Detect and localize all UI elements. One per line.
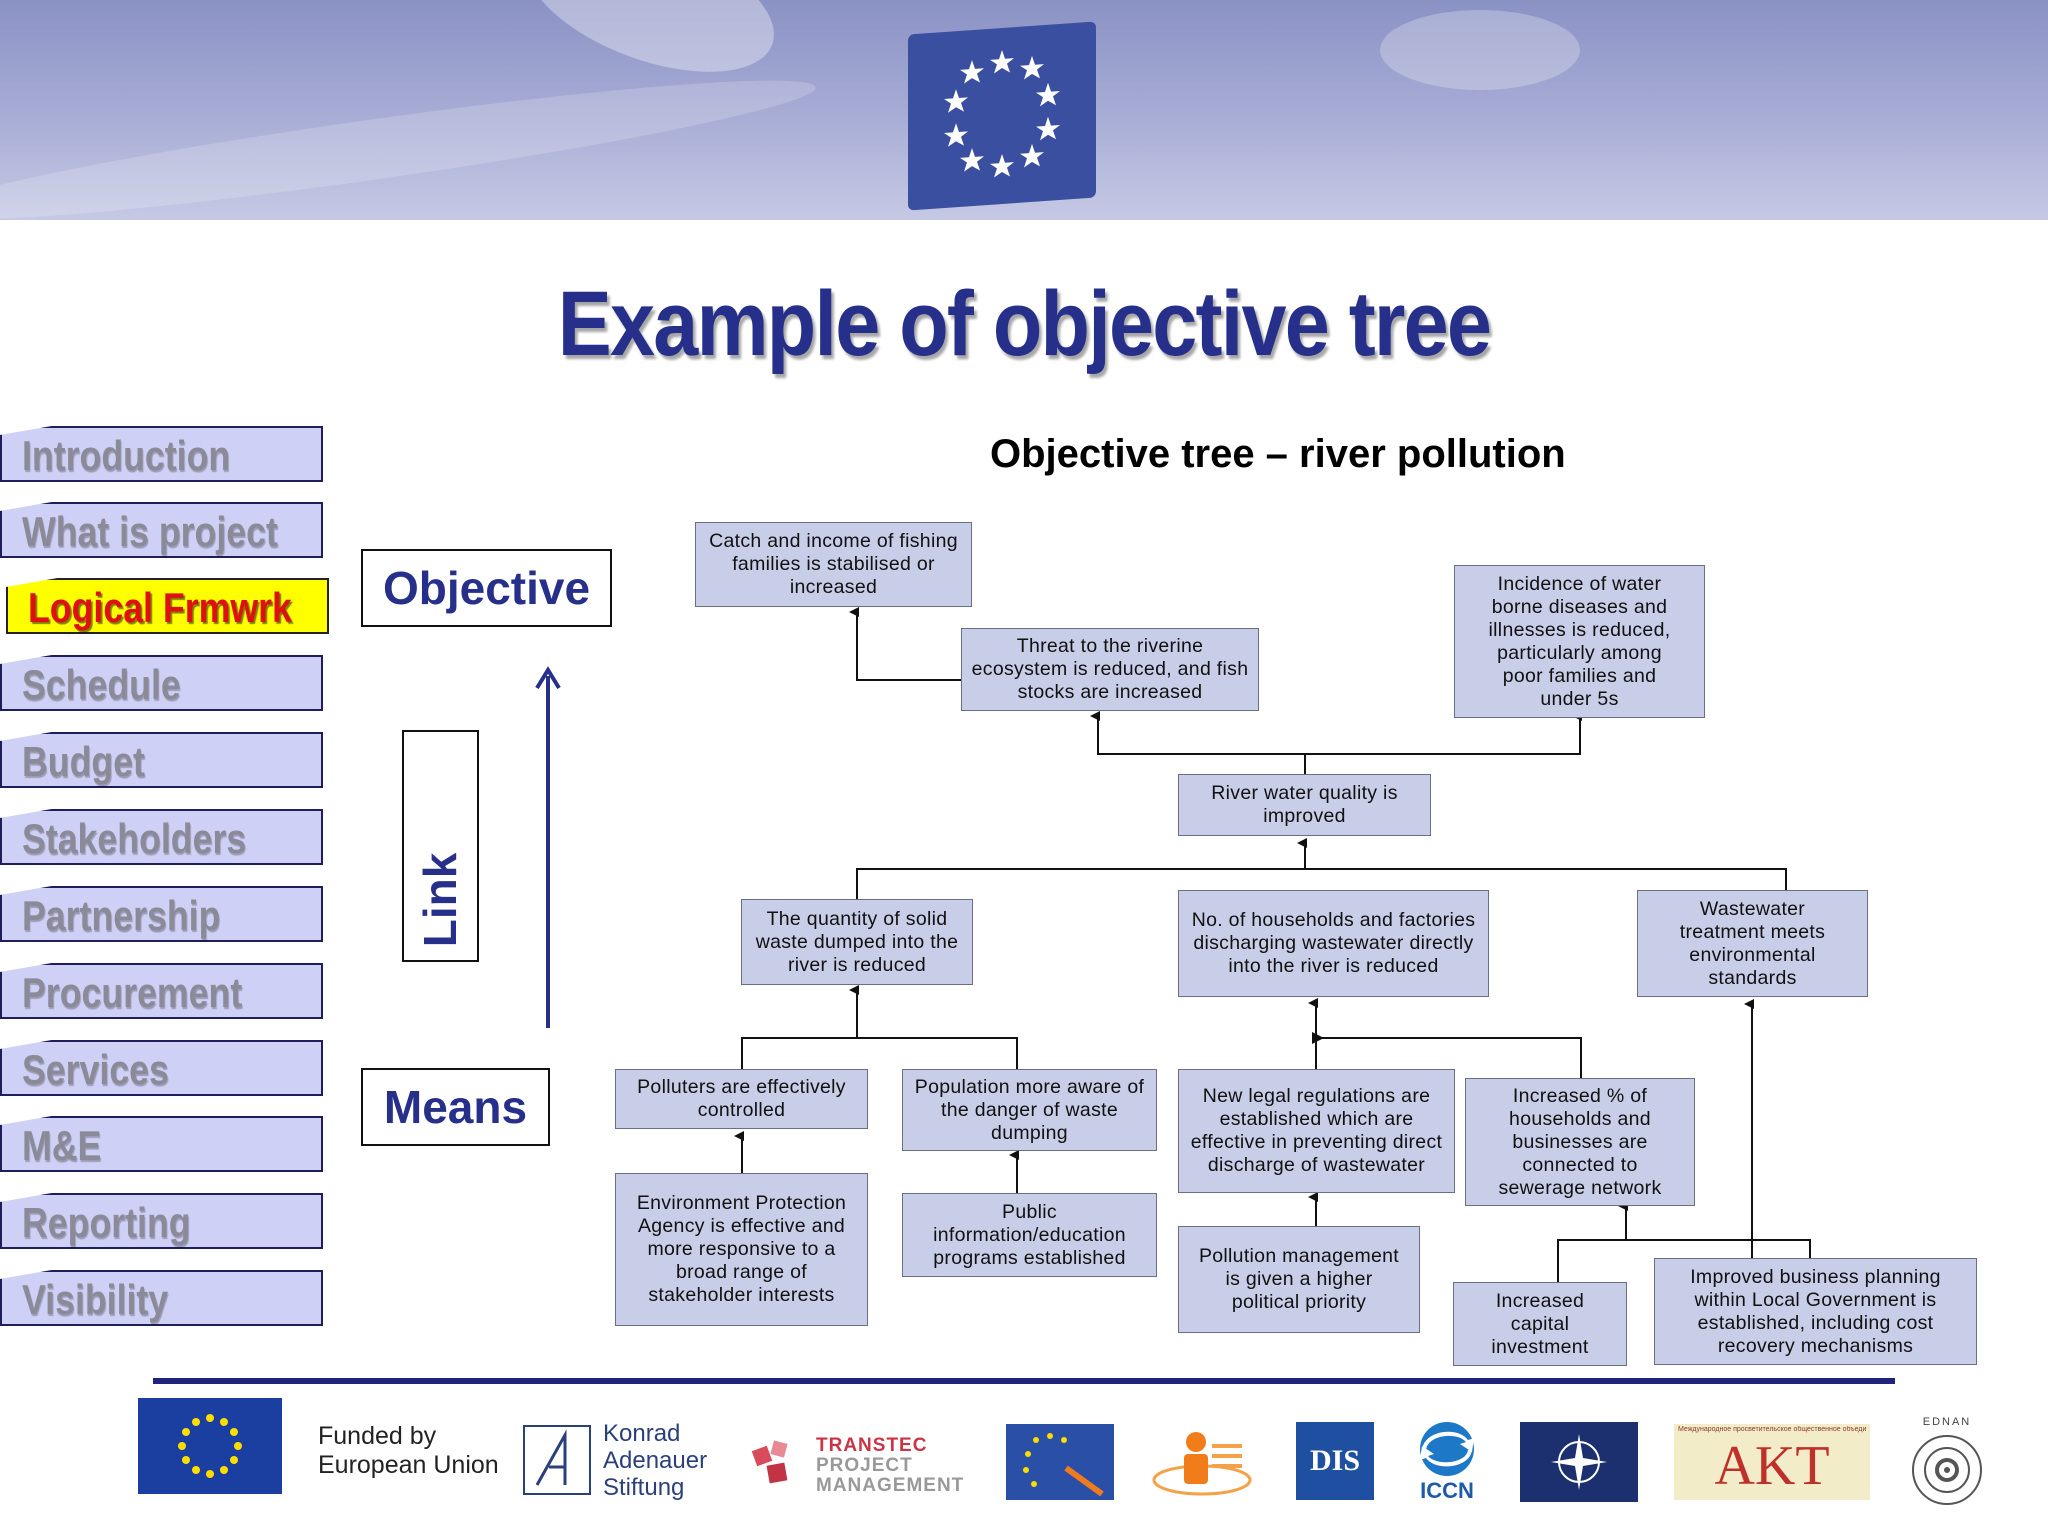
- akt-label: AKT: [1714, 1435, 1830, 1497]
- tree-node-epa: Environment Protection Agency is effecti…: [615, 1173, 868, 1326]
- ednan-logo: EDNAN: [1904, 1416, 1990, 1508]
- connector-level3-left-bus: [741, 1037, 1018, 1069]
- means-label-box: Means: [361, 1068, 550, 1146]
- nav-tab-partnership[interactable]: Partnership: [0, 886, 323, 942]
- funded-line-1: Funded by: [318, 1422, 437, 1450]
- tree-node-solid-waste: The quantity of solid waste dumped into …: [741, 899, 973, 985]
- transtec-mark-icon: [751, 1440, 788, 1484]
- nav-tab-label: Stakeholders: [22, 815, 247, 862]
- tree-node-pollution-management: Pollution management is given a higher p…: [1178, 1226, 1420, 1333]
- connector-river-incidence: [1305, 711, 1582, 755]
- iccn-logo: ICCN: [1408, 1420, 1486, 1504]
- nav-tab-label: Partnership: [22, 892, 221, 939]
- tree-node-wastewater-treatment: Wastewater treatment meets environmental…: [1637, 890, 1868, 997]
- tree-node-threat: Threat to the riverine ecosystem is redu…: [961, 628, 1259, 711]
- header-banner: [0, 0, 2048, 220]
- eu-flag-footer-logo: [138, 1398, 282, 1494]
- connector-increasedpct-households: [1312, 1032, 1582, 1078]
- nav-tab-label: Budget: [22, 738, 145, 785]
- footer-rule: [153, 1378, 1895, 1384]
- konrad-a-mark-icon: [535, 1429, 567, 1486]
- ednan-spiral-icon: [1912, 1435, 1982, 1505]
- orange-figure-logo: [1150, 1428, 1254, 1500]
- funded-by-text: Funded by European Union: [318, 1422, 499, 1480]
- nav-tab-label: Logical Frmwrk: [28, 584, 292, 631]
- funded-line-2: European Union: [318, 1451, 499, 1479]
- transtec-line-3: MANAGEMENT: [816, 1475, 965, 1496]
- konrad-line-1: Konrad: [603, 1420, 681, 1447]
- eu-stars-icon: [944, 49, 1060, 178]
- connector-threat-catch: [849, 607, 961, 681]
- nav-tab-reporting[interactable]: Reporting: [0, 1193, 323, 1249]
- tree-node-business-planning: Improved business planning within Local …: [1654, 1258, 1977, 1365]
- eu-comet-logo: [1006, 1424, 1114, 1500]
- nav-tab-m-and-e[interactable]: M&E: [0, 1116, 323, 1172]
- nav-tab-label: Services: [22, 1046, 169, 1093]
- nav-tab-visibility[interactable]: Visibility: [0, 1270, 323, 1326]
- nav-tab-services[interactable]: Services: [0, 1040, 323, 1096]
- dis-logo: DIS: [1296, 1422, 1374, 1500]
- nav-tab-label: What is project: [22, 508, 278, 555]
- objective-label-box: Objective: [361, 549, 612, 627]
- eu-comet-icon: [1023, 1433, 1104, 1497]
- nato-logo: [1520, 1422, 1638, 1502]
- eu-stars-small-icon: [178, 1414, 242, 1478]
- konrad-line-2: Adenauer: [603, 1447, 708, 1474]
- transtec-line-2: PROJECT: [816, 1455, 913, 1476]
- nav-tab-label: Schedule: [22, 661, 181, 708]
- tree-node-regulations: New legal regulations are established wh…: [1178, 1069, 1455, 1193]
- tree-node-households: No. of households and factories discharg…: [1178, 890, 1489, 997]
- akt-logo: Международное просветительское обществен…: [1674, 1424, 1870, 1500]
- nav-tab-stakeholders[interactable]: Stakeholders: [0, 809, 323, 865]
- tree-node-increased-pct: Increased % of households and businesses…: [1465, 1078, 1695, 1206]
- konrad-adenauer-text: Konrad Adenauer Stiftung: [603, 1420, 707, 1501]
- transtec-text: TRANSTEC PROJECT MANAGEMENT: [816, 1436, 964, 1496]
- iccn-arrows-icon: [1420, 1422, 1474, 1476]
- tree-node-polluters: Polluters are effectively controlled: [615, 1069, 868, 1129]
- tree-node-population: Population more aware of the danger of w…: [902, 1069, 1157, 1151]
- nav-tab-procurement[interactable]: Procurement: [0, 963, 323, 1019]
- konrad-adenauer-logo-icon: [523, 1425, 591, 1495]
- nav-tab-label: Procurement: [22, 969, 243, 1016]
- nav-tab-what-is-project[interactable]: What is project: [0, 502, 323, 558]
- iccn-label: ICCN: [1420, 1478, 1474, 1503]
- diagram-title: Objective tree – river pollution: [990, 432, 1566, 476]
- connector-level2-bus: [856, 868, 1787, 899]
- konrad-line-3: Stiftung: [603, 1474, 685, 1501]
- transtec-logo-icon: [750, 1438, 798, 1490]
- nav-tab-label: Reporting: [22, 1199, 191, 1246]
- slide-title: Example of objective tree: [557, 273, 1492, 375]
- nav-tab-label: M&E: [22, 1122, 102, 1169]
- nav-tab-label: Visibility: [22, 1276, 169, 1323]
- tree-node-river-quality: River water quality is improved: [1178, 774, 1431, 836]
- transtec-line-1: TRANSTEC: [816, 1435, 928, 1456]
- tree-node-capital-investment: Increased capital investment: [1453, 1282, 1627, 1366]
- orange-figure-icon: [1152, 1432, 1252, 1496]
- eu-flag-logo: [908, 21, 1096, 211]
- tree-node-public-info: Public information/education programs es…: [902, 1193, 1157, 1277]
- akt-small-text: Международное просветительское обществен…: [1678, 1426, 1866, 1433]
- link-label-box: [402, 730, 479, 962]
- banner-map-glow: [1380, 10, 1580, 90]
- nav-tab-schedule[interactable]: Schedule: [0, 655, 323, 711]
- connector-river-threat: [1090, 711, 1306, 774]
- tree-node-catch: Catch and income of fishing families is …: [695, 522, 972, 607]
- tree-node-incidence: Incidence of water borne diseases and il…: [1454, 565, 1705, 718]
- link-arrow-head-icon: [535, 666, 561, 690]
- ednan-text: EDNAN: [1922, 1416, 1972, 1428]
- connector-level5-right-bus: [1557, 1239, 1811, 1282]
- nav-tab-introduction[interactable]: Introduction: [0, 426, 323, 482]
- nato-compass-icon: [1551, 1434, 1607, 1490]
- nav-tab-budget[interactable]: Budget: [0, 732, 323, 788]
- nav-tab-label: Introduction: [22, 432, 231, 479]
- nav-tab-logical-framework[interactable]: Logical Frmwrk: [6, 578, 329, 634]
